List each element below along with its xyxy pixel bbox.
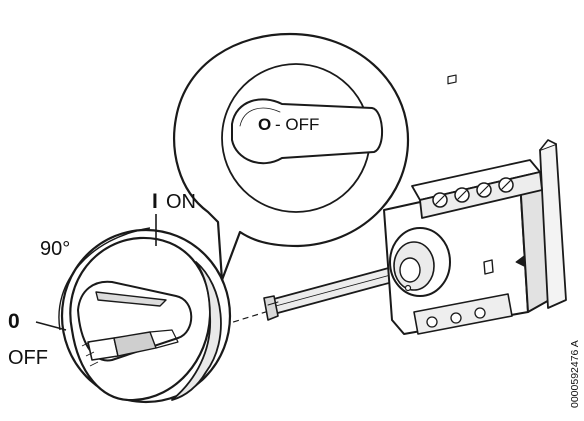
extension-shaft bbox=[263, 265, 401, 321]
off-tick bbox=[35, 321, 67, 331]
rotation-arc bbox=[58, 227, 151, 331]
rotation-indicator bbox=[35, 214, 157, 331]
terminal-screws bbox=[432, 177, 514, 208]
callout-text: - OFF bbox=[275, 115, 319, 134]
reference-code: 0000592476 A bbox=[569, 340, 581, 408]
callout-bubble: O - OFF bbox=[173, 32, 410, 282]
off-symbol: 0 bbox=[8, 310, 20, 333]
rotary-handle bbox=[60, 228, 232, 404]
callout-handle bbox=[231, 98, 383, 165]
switch-disconnector bbox=[383, 74, 567, 335]
on-label: ON bbox=[166, 191, 196, 213]
callout-symbol: O bbox=[258, 115, 271, 134]
on-symbol: I bbox=[152, 190, 158, 213]
off-label: OFF bbox=[8, 347, 48, 369]
angle-label: 90° bbox=[40, 238, 70, 260]
